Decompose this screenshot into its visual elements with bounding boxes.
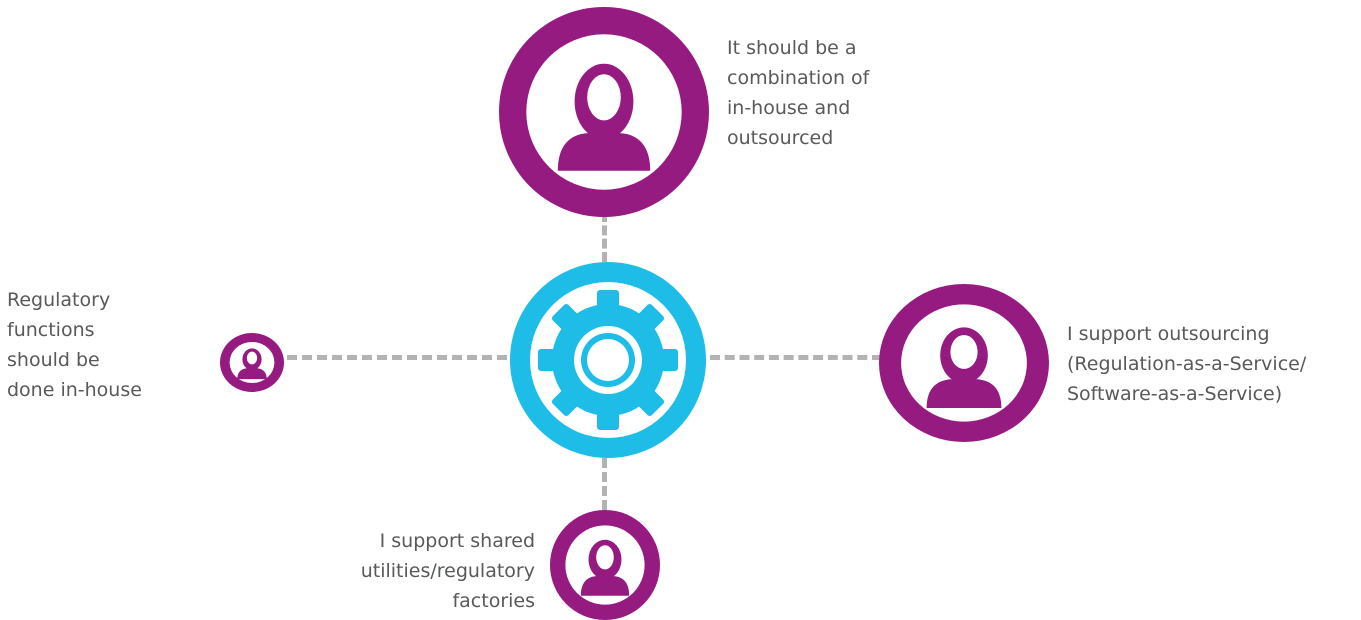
option-right-label: I support outsourcing (Regulation-as-a-S…	[1067, 319, 1357, 409]
label-line: I support shared	[379, 530, 535, 552]
option-left-avatar	[220, 333, 284, 392]
label-line: utilities/regulatory	[360, 560, 535, 582]
label-line: (Regulation-as-a-Service/	[1067, 353, 1307, 375]
person-icon	[499, 7, 709, 217]
option-bottom-label: I support shared utilities/regulatory fa…	[300, 526, 535, 616]
connector-left	[287, 355, 507, 360]
person-icon	[550, 510, 660, 620]
label-line: should be	[7, 349, 100, 371]
label-line: functions	[7, 319, 95, 341]
connector-bottom	[602, 458, 607, 510]
label-line: factories	[452, 590, 535, 612]
label-line: I support outsourcing	[1067, 323, 1270, 345]
person-icon	[220, 333, 284, 392]
label-line: Regulatory	[7, 289, 111, 311]
label-line: done in-house	[7, 379, 142, 401]
central-gear-hub	[506, 262, 710, 458]
option-right-avatar	[879, 284, 1049, 442]
option-top-label: It should be a combination of in-house a…	[727, 33, 967, 153]
option-left-label: Regulatory functions should be done in-h…	[7, 285, 207, 405]
option-bottom-avatar	[550, 510, 660, 620]
label-line: It should be a	[727, 37, 857, 59]
label-line: outsourced	[727, 127, 834, 149]
option-top-avatar	[499, 7, 709, 217]
connector-top	[602, 212, 607, 262]
connector-right	[710, 355, 882, 360]
label-line: in-house and	[727, 97, 851, 119]
label-line: combination of	[727, 67, 870, 89]
label-line: Software-as-a-Service)	[1067, 383, 1283, 405]
gear-icon	[510, 262, 706, 458]
person-icon	[879, 284, 1049, 442]
